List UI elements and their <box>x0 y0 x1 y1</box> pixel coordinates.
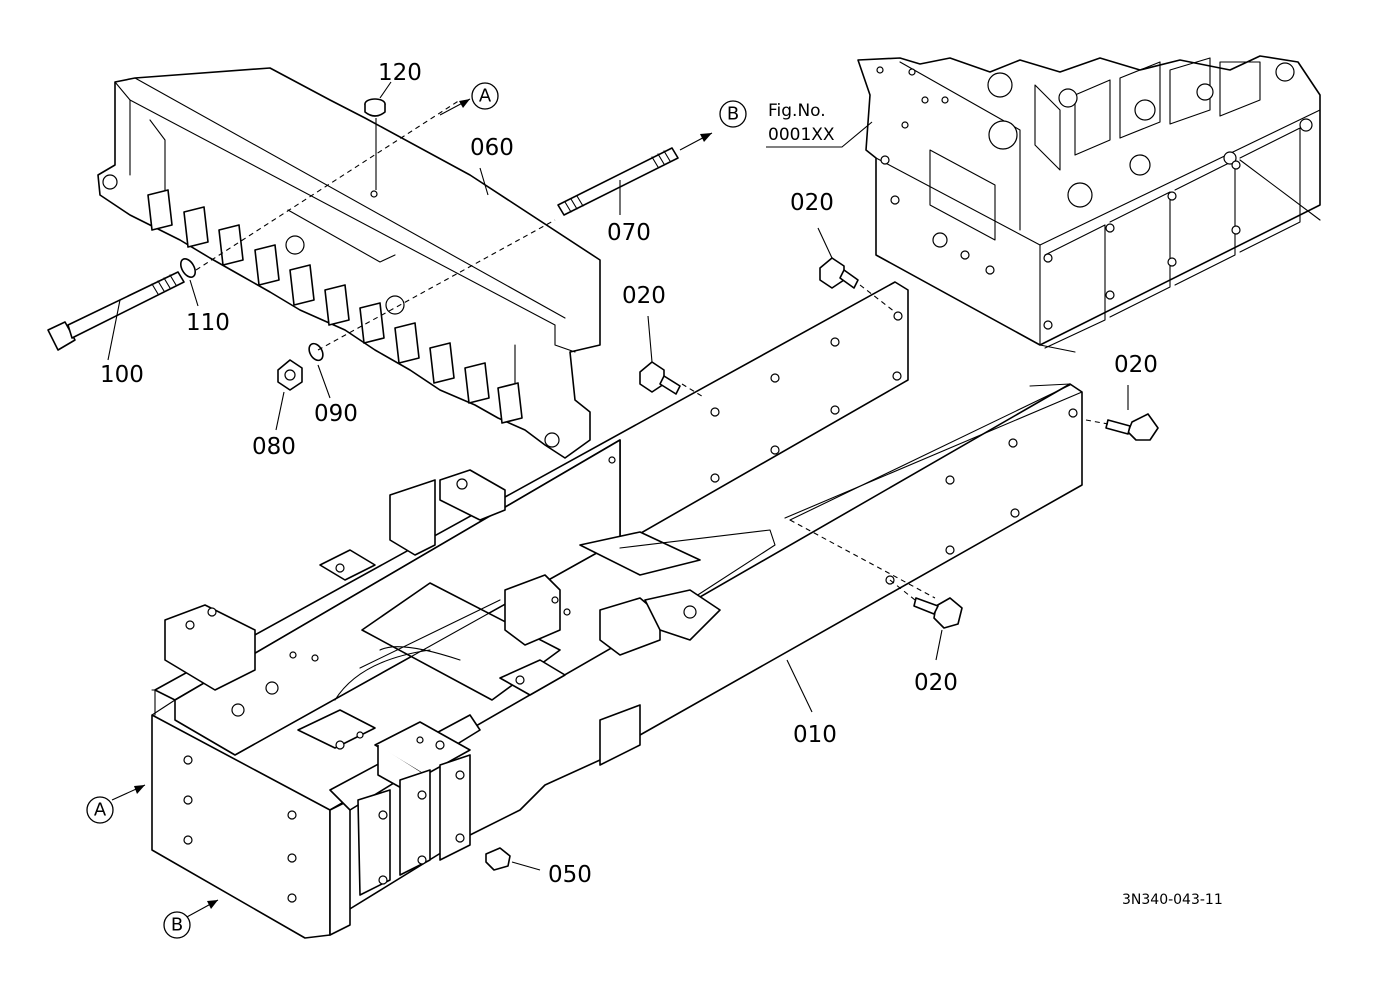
callout-100: 100 <box>100 362 144 388</box>
fig-no-label: Fig.No. <box>768 101 826 121</box>
bolt-100 <box>47 271 185 361</box>
ref-circle-b-top: B <box>719 100 747 128</box>
engine-block <box>857 55 1321 353</box>
callout-120: 120 <box>378 60 422 86</box>
ref-arrow-a-top <box>439 98 471 116</box>
callout-020-d: 020 <box>914 670 958 696</box>
main-frame-010 <box>151 281 1083 939</box>
callout-010: 010 <box>793 722 837 748</box>
ref-circle-b-bottom: B <box>163 911 191 939</box>
bracket-060 <box>97 67 601 459</box>
ref-arrow-b-bottom <box>184 899 219 919</box>
callout-080: 080 <box>252 434 296 460</box>
ref-circle-a-top: A <box>471 82 499 110</box>
callout-050: 050 <box>548 862 592 888</box>
callout-060: 060 <box>470 135 514 161</box>
plug-050 <box>485 847 541 871</box>
ref-arrow-b-top <box>700 133 712 142</box>
leader-060 <box>479 167 489 196</box>
svg-text:A: A <box>479 86 492 107</box>
drawing-code: 3N340-043-11 <box>1122 892 1223 908</box>
callout-110: 110 <box>186 310 230 336</box>
bolt-020-b <box>639 315 681 395</box>
nut-080 <box>275 359 303 431</box>
svg-text:B: B <box>171 915 183 936</box>
callout-020-a: 020 <box>790 190 834 216</box>
leader-010 <box>786 659 813 713</box>
bolt-020-c <box>1105 385 1159 441</box>
callout-090: 090 <box>314 401 358 427</box>
fig-no-value: 0001XX <box>768 125 835 145</box>
callout-020-c: 020 <box>1114 352 1158 378</box>
callout-020-b: 020 <box>622 283 666 309</box>
alignment-lines <box>195 99 1109 601</box>
bolt-020-a <box>817 227 859 289</box>
figure-number-label: Fig.No. 0001XX <box>766 101 873 148</box>
svg-text:B: B <box>727 104 739 125</box>
stud-070 <box>557 132 713 216</box>
bolt-020-d <box>913 597 963 661</box>
callout-070: 070 <box>607 220 651 246</box>
pin-120 <box>364 81 392 190</box>
svg-text:A: A <box>94 800 107 821</box>
washer-110 <box>179 258 199 307</box>
washer-090 <box>308 342 331 399</box>
ref-circle-a-bottom: A <box>86 796 114 824</box>
ref-arrow-a-bottom <box>111 784 146 801</box>
